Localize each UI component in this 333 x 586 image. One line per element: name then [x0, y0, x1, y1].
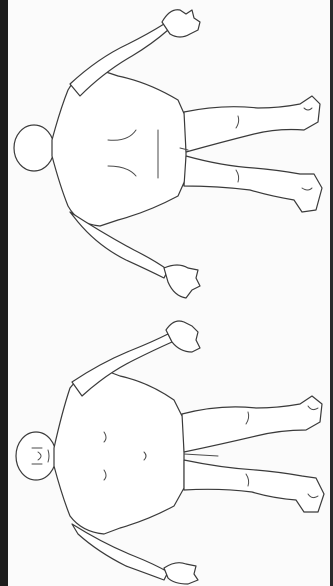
back-head: [14, 125, 54, 171]
front-leg-upper: [182, 396, 322, 452]
front-arm-lower: [72, 524, 168, 580]
front-leg-lower: [184, 460, 324, 512]
back-arm-lower: [70, 212, 168, 278]
back-view-figure: [14, 10, 322, 298]
back-hand-upper: [162, 10, 200, 37]
front-view-figure: [16, 321, 324, 584]
back-leg-upper: [184, 96, 320, 152]
back-torso: [52, 70, 186, 226]
front-hand-upper: [166, 321, 200, 352]
sidebar-banner-text: [0, 0, 8, 586]
back-leg-lower: [184, 156, 322, 212]
body-diagram: [8, 0, 330, 586]
back-hand-lower: [164, 265, 200, 298]
front-hand-lower: [164, 563, 198, 584]
front-groin-line: [184, 454, 218, 456]
front-head: [16, 432, 56, 480]
front-torso: [54, 370, 184, 534]
